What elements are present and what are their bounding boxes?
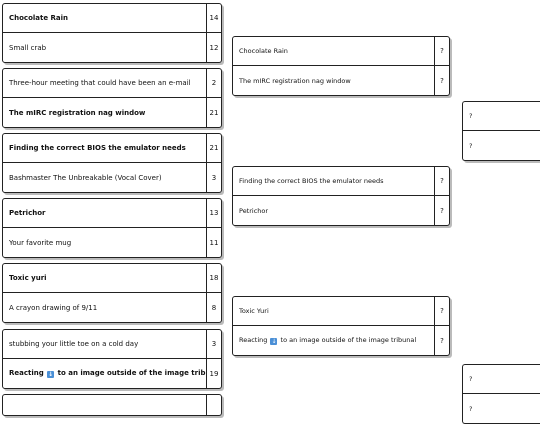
participant-name: Petrichor [239, 206, 269, 215]
round1-match-5: Toxic yuri 18 A crayon drawing of 9/11 8 [2, 263, 222, 323]
participant-score: 12 [206, 33, 221, 62]
participant-score: ? [469, 141, 473, 150]
participant-name: Bashmaster The Unbreakable (Vocal Cover) [9, 173, 162, 182]
participant-name: Chocolate Rain [9, 14, 69, 22]
round1-match-1: Chocolate Rain 14 Small crab 12 [2, 3, 222, 63]
participant-name: A crayon drawing of 9/11 [9, 303, 98, 312]
down-arrow-emoji-icon: ↓ [270, 338, 278, 345]
round3-match-1: ? ? [462, 101, 540, 161]
participant-row[interactable]: Finding the correct BIOS the emulator ne… [3, 134, 221, 163]
round2-match-2: Finding the correct BIOS the emulator ne… [232, 166, 450, 226]
round3-match-2: ? ? [462, 364, 540, 424]
participant-score: ? [469, 375, 473, 383]
round1-match-2: Three-hour meeting that could have been … [2, 68, 222, 128]
round1-match-3: Finding the correct BIOS the emulator ne… [2, 133, 222, 193]
participant-name: stubbing your little toe on a cold day [9, 340, 139, 348]
participant-row[interactable] [3, 395, 221, 415]
participant-score: ? [434, 326, 449, 355]
participant-score: 21 [206, 98, 221, 127]
participant-row[interactable]: A crayon drawing of 9/11 8 [3, 293, 221, 322]
participant-score: ? [434, 37, 449, 65]
participant-row[interactable]: Small crab 12 [3, 33, 221, 62]
participant-name: Chocolate Rain [239, 47, 288, 55]
down-arrow-emoji-icon: ↓ [47, 371, 55, 378]
participant-score [206, 395, 221, 415]
participant-score: 14 [206, 4, 221, 32]
participant-row[interactable]: Reacting ↓ to an image outside of the im… [233, 326, 449, 355]
participant-score: 3 [206, 330, 221, 358]
participant-row[interactable]: Three-hour meeting that could have been … [3, 69, 221, 98]
participant-name: Toxic yuri [9, 274, 47, 282]
participant-row[interactable]: ? [463, 131, 540, 160]
participant-name: Petrichor [9, 209, 46, 217]
participant-row[interactable]: ? [463, 365, 540, 394]
participant-score: ? [434, 167, 449, 195]
participant-row[interactable]: Toxic yuri 18 [3, 264, 221, 293]
participant-score: ? [434, 196, 449, 225]
participant-score: ? [434, 66, 449, 95]
participant-name: Small crab [9, 43, 47, 52]
participant-row[interactable]: Toxic Yuri ? [233, 297, 449, 326]
participant-name: The mIRC registration nag window [9, 108, 146, 117]
participant-name: Reacting ↓ to an image outside of the im… [239, 336, 417, 345]
participant-row[interactable]: ? [463, 102, 540, 131]
participant-row[interactable]: stubbing your little toe on a cold day 3 [3, 330, 221, 359]
participant-score: 3 [206, 163, 221, 192]
participant-row[interactable]: Finding the correct BIOS the emulator ne… [233, 167, 449, 196]
participant-score: ? [469, 112, 473, 120]
participant-row[interactable]: Chocolate Rain 14 [3, 4, 221, 33]
participant-score: 2 [206, 69, 221, 97]
round1-match-4: Petrichor 13 Your favorite mug 11 [2, 198, 222, 258]
participant-row[interactable]: Petrichor 13 [3, 199, 221, 228]
participant-row[interactable]: The mIRC registration nag window 21 [3, 98, 221, 127]
participant-score: 11 [206, 228, 221, 257]
participant-score: 8 [206, 293, 221, 322]
participant-score: 13 [206, 199, 221, 227]
participant-name: Finding the correct BIOS the emulator ne… [239, 177, 384, 185]
participant-name: Toxic Yuri [239, 307, 269, 315]
participant-row[interactable]: Petrichor ? [233, 196, 449, 225]
round1-match-7 [2, 394, 222, 416]
participant-score: ? [434, 297, 449, 325]
participant-name: The mIRC registration nag window [239, 76, 351, 85]
participant-name: Three-hour meeting that could have been … [9, 79, 191, 87]
round1-match-6: stubbing your little toe on a cold day 3… [2, 329, 222, 389]
participant-row[interactable]: The mIRC registration nag window ? [233, 66, 449, 95]
participant-score: 18 [206, 264, 221, 292]
participant-row[interactable]: Chocolate Rain ? [233, 37, 449, 66]
participant-name: Reacting ↓ to an image outside of the im… [9, 369, 206, 378]
participant-name: Finding the correct BIOS the emulator ne… [9, 144, 186, 152]
participant-score: 21 [206, 134, 221, 162]
participant-row[interactable]: Reacting ↓ to an image outside of the im… [3, 359, 221, 388]
participant-name: Your favorite mug [9, 238, 72, 247]
round2-match-1: Chocolate Rain ? The mIRC registration n… [232, 36, 450, 96]
participant-row[interactable]: ? [463, 394, 540, 423]
participant-score: 19 [206, 359, 221, 388]
participant-row[interactable]: Your favorite mug 11 [3, 228, 221, 257]
round2-match-3: Toxic Yuri ? Reacting ↓ to an image outs… [232, 296, 450, 356]
participant-row[interactable]: Bashmaster The Unbreakable (Vocal Cover)… [3, 163, 221, 192]
participant-score: ? [469, 404, 473, 413]
